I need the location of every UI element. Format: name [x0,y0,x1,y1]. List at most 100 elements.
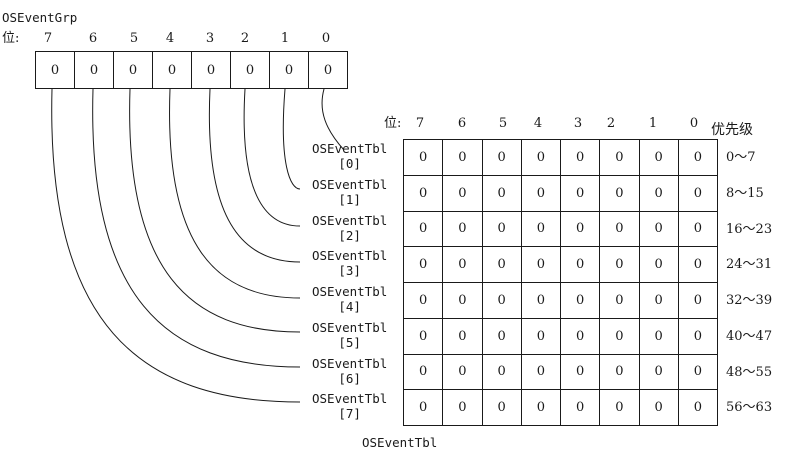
tbl-bit-cell: 0 [677,246,718,283]
priority-range: 0～7 [726,150,756,165]
tbl-bit-cell: 0 [677,139,718,176]
tbl-bit-cell: 0 [520,353,561,391]
grp-bit-cell: 0 [113,51,153,89]
tbl-bit-cell: 0 [599,174,640,212]
tbl-bit-cell: 0 [442,174,483,212]
tbl-row-name: OSEventTbl [312,248,388,264]
tbl-bit-cell: 0 [403,174,444,212]
priority-range: 48～55 [726,364,773,380]
tbl-bit-cell: 0 [403,246,444,283]
tbl-bit-cell: 0 [520,317,561,355]
tbl-bit-cell: 0 [403,389,444,426]
tbl-bit-cell: 0 [560,139,601,176]
tbl-bit-cell: 0 [638,210,679,248]
tbl-bit-cell: 0 [442,210,483,248]
tbl-bit-cell: 0 [638,174,679,212]
tbl-bit-cell: 0 [442,246,483,283]
tbl-bit-label: 6 [457,116,467,131]
tbl-row-index: [5] [338,334,361,350]
grp-bit-cell: 0 [230,51,270,89]
tbl-bit-cell: 0 [481,174,522,212]
tbl-bit-cell: 0 [677,174,718,212]
tbl-row-name: OSEventTbl [312,391,388,407]
tbl-bit-cell: 0 [677,317,718,355]
grp-bit-label: 0 [321,31,331,46]
tbl-bit-cell: 0 [520,246,561,283]
tbl-bit-cell: 0 [481,282,522,319]
tbl-bit-label: 7 [415,116,425,131]
tbl-bit-cell: 0 [481,389,522,426]
tbl-row-label: OSEventTbl[1] [312,177,387,207]
tbl-bit-cell: 0 [599,139,640,176]
tbl-bit-cell: 0 [403,282,444,319]
tbl-bit-cell: 0 [560,246,601,283]
tbl-row-name: OSEventTbl [312,176,388,192]
grp-bit-label: 2 [240,31,250,46]
tbl-bit-cell: 0 [599,282,640,319]
tbl-row-name: OSEventTbl [312,355,388,371]
priority-range: 16～23 [726,221,773,237]
priority-range: 32～39 [726,293,773,308]
tbl-bit-cell: 0 [481,210,522,248]
connector-curve [282,88,301,190]
grp-bit-label: 6 [88,31,98,46]
connector-curve [92,88,301,368]
connector-curve [169,88,301,299]
tbl-bit-label: 3 [573,116,583,131]
tbl-bit-cell: 0 [442,282,483,319]
tbl-row-label: OSEventTbl[2] [312,213,387,243]
tbl-bit-cell: 0 [599,210,640,248]
tbl-bit-cell: 0 [560,282,601,319]
grp-bit-cell: 0 [269,51,309,89]
tbl-row-index: [3] [338,263,361,279]
tbl-bit-cell: 0 [560,317,601,355]
tbl-row-name: OSEventTbl [312,212,388,228]
priority-header: 优先级 [711,122,753,138]
tbl-row-index: [0] [338,156,361,171]
connector-curve [51,88,301,403]
tbl-row-label: OSEventTbl[5] [312,320,387,350]
tbl-bit-label: 5 [498,116,508,131]
tbl-bit-cell: 0 [481,353,522,391]
tbl-row-index: [4] [338,299,361,314]
tbl-row-label: OSEventTbl[4] [312,284,387,314]
tbl-bit-prefix: 位: [384,116,402,131]
tbl-row-label: OSEventTbl[3] [312,248,387,278]
tbl-row-name: OSEventTbl [312,284,388,299]
tbl-bit-cell: 0 [677,210,718,248]
tbl-bit-cell: 0 [442,139,483,176]
tbl-row-label: OSEventTbl[6] [312,356,387,386]
connector-curve [129,88,301,333]
tbl-bit-cell: 0 [442,317,483,355]
grp-bit-cell: 0 [152,51,192,89]
tbl-bit-cell: 0 [442,353,483,391]
tbl-bit-cell: 0 [560,353,601,391]
tbl-footer: OSEventTbl [362,435,438,450]
tbl-bit-cell: 0 [481,317,522,355]
tbl-bit-cell: 0 [560,174,601,212]
tbl-bit-cell: 0 [520,389,561,426]
connector-curve [243,88,301,227]
tbl-bit-cell: 0 [520,174,561,212]
tbl-bit-label: 2 [606,116,616,131]
grp-title: OSEventGrp [2,10,78,25]
tbl-bit-cell: 0 [638,317,679,355]
tbl-bit-cell: 0 [599,246,640,283]
tbl-bit-cell: 0 [520,210,561,248]
tbl-bit-cell: 0 [520,139,561,176]
priority-range: 8～15 [726,185,764,201]
tbl-bit-cell: 0 [403,139,444,176]
grp-bit-label: 5 [129,31,139,46]
tbl-bit-cell: 0 [403,317,444,355]
tbl-bit-label: 0 [689,116,699,131]
grp-bit-label: 1 [280,31,290,46]
connector-curve [208,88,301,263]
tbl-row-index: [7] [338,406,361,422]
tbl-bit-cell: 0 [560,210,601,248]
tbl-bit-label: 4 [533,116,543,131]
tbl-bit-cell: 0 [403,210,444,248]
tbl-bit-cell: 0 [403,353,444,391]
tbl-row-name: OSEventTbl [312,319,388,335]
tbl-bit-cell: 0 [481,246,522,283]
